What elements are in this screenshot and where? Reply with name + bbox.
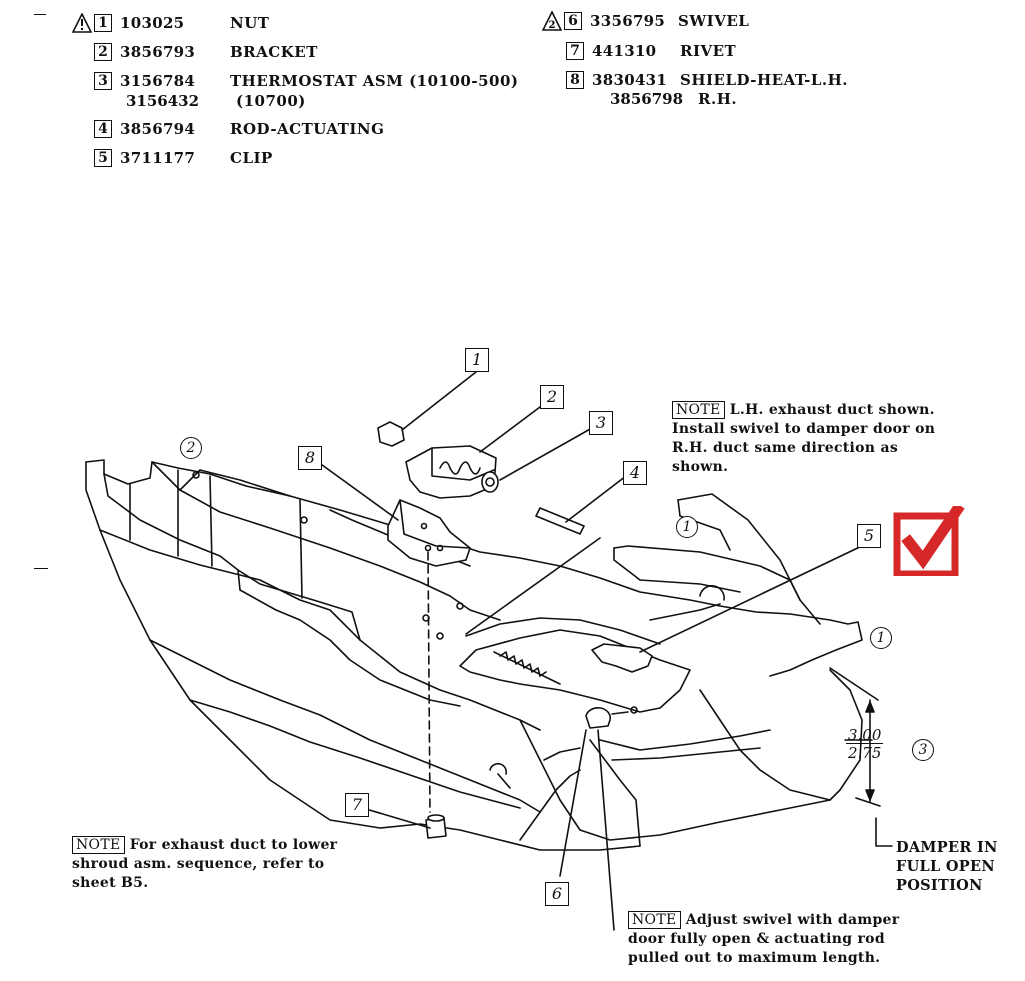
callout-3: 3 [589,411,613,435]
part-number: 3856794 [120,120,196,138]
item-number: 1 [94,14,112,32]
note-line: POSITION [896,877,983,894]
callout-7: 7 [345,793,369,817]
part-row-8: 8 3830431 SHIELD-HEAT-L.H. [566,69,848,91]
swivel-part [585,707,612,729]
circled-ref-right-lower: 1 [870,627,892,649]
note-exhaust-duct: NOTE L.H. exhaust duct shown. Install sw… [672,401,935,477]
note-tag: NOTE [672,401,725,419]
note-tag: NOTE [72,836,125,854]
part-description: ROD-ACTUATING [230,120,385,138]
part-number: 3830431 [592,71,668,89]
note-line: shown. [672,459,729,475]
warning-triangle-icon [72,13,92,33]
part-description: THERMOSTAT ASM (10100-500) [230,72,519,90]
part-number: 3856793 [120,43,196,61]
item-number: 2 [94,43,112,61]
part-description: SWIVEL [678,12,750,30]
part-row-2: 2 3856793 BRACKET [94,41,318,63]
note-line: sheet B5. [72,875,149,891]
note-line: For exhaust duct to lower [129,837,338,853]
part-description-alt: (10700) [236,92,306,110]
note-line: L.H. exhaust duct shown. [729,402,935,418]
part-description: CLIP [230,149,273,167]
part-number: 3711177 [120,149,196,167]
shroud-outline [85,459,863,677]
note-line: DAMPER IN [896,839,998,856]
item-number: 3 [94,72,112,90]
part-number-alt: 3856798 [610,90,684,108]
part-row-6: 2 6 3356795 SWIVEL [542,10,749,32]
part-row-1: 1 103025 NUT [72,12,269,34]
warning-mark: 2 [549,20,556,31]
part-description: NUT [230,14,270,32]
callout-6: 6 [545,882,569,906]
part-description-alt: R.H. [698,90,738,108]
circled-ref-right-upper: 1 [676,516,698,538]
rod-spring [499,651,547,677]
note-line: FULL OPEN [896,858,995,875]
inner-tray [459,629,691,713]
note-damper-position: DAMPER IN FULL OPEN POSITION [896,838,998,895]
note-line: shroud asm. sequence, refer to [72,856,325,872]
callout-8: 8 [298,446,322,470]
item-number: 5 [94,149,112,167]
dimension-lower: 2.75 [848,744,882,762]
checkbox-check-icon [893,506,965,576]
part-number: 441310 [592,42,657,60]
part-row-3: 3 3156784 THERMOSTAT ASM (10100-500) [94,70,519,92]
item-number: 7 [566,42,584,60]
part-row-5: 5 3711177 CLIP [94,147,273,169]
note-adjust-swivel: NOTE Adjust swivel with damper door full… [628,911,899,968]
callout-2: 2 [540,385,564,409]
warning-triangle-icon: 2 [542,11,562,31]
part-number: 103025 [120,14,185,32]
margin-tick [34,568,48,569]
part-description: RIVET [680,42,737,60]
part-description: BRACKET [230,43,318,61]
part-number: 3356795 [590,12,666,30]
callout-5: 5 [857,524,881,548]
circled-ref-dim: 3 [912,739,934,761]
part-number: 3156784 [120,72,196,90]
damper-frame [677,493,821,625]
nut-part [377,421,405,447]
note-shroud-sequence: NOTE For exhaust duct to lower shroud as… [72,836,337,893]
callout-4: 4 [623,461,647,485]
note-tag: NOTE [628,911,681,929]
item-number: 6 [564,12,582,30]
part-row-4: 4 3856794 ROD-ACTUATING [94,118,384,140]
note-line: Adjust swivel with damper [685,912,900,928]
clip-part [591,643,653,673]
callout-1: 1 [465,348,489,372]
margin-tick [34,14,46,15]
item-number: 8 [566,71,584,89]
note-line: door fully open & actuating rod [628,931,885,947]
thermostat-coil [439,461,481,475]
actuating-rod-part [535,507,585,535]
note-line: pulled out to maximum length. [628,950,881,966]
bracket-part [405,445,497,499]
circled-ref-left: 2 [180,437,202,459]
item-number: 4 [94,120,112,138]
part-number-alt: 3156432 [126,92,200,110]
part-description: SHIELD-HEAT-L.H. [680,71,849,89]
note-line: R.H. duct same direction as [672,440,899,456]
dimension-upper: 3.00 [846,726,884,744]
note-line: Install swivel to damper door on [672,421,936,437]
part-row-7: 7 441310 RIVET [566,40,736,62]
heat-shield-part [387,499,471,567]
